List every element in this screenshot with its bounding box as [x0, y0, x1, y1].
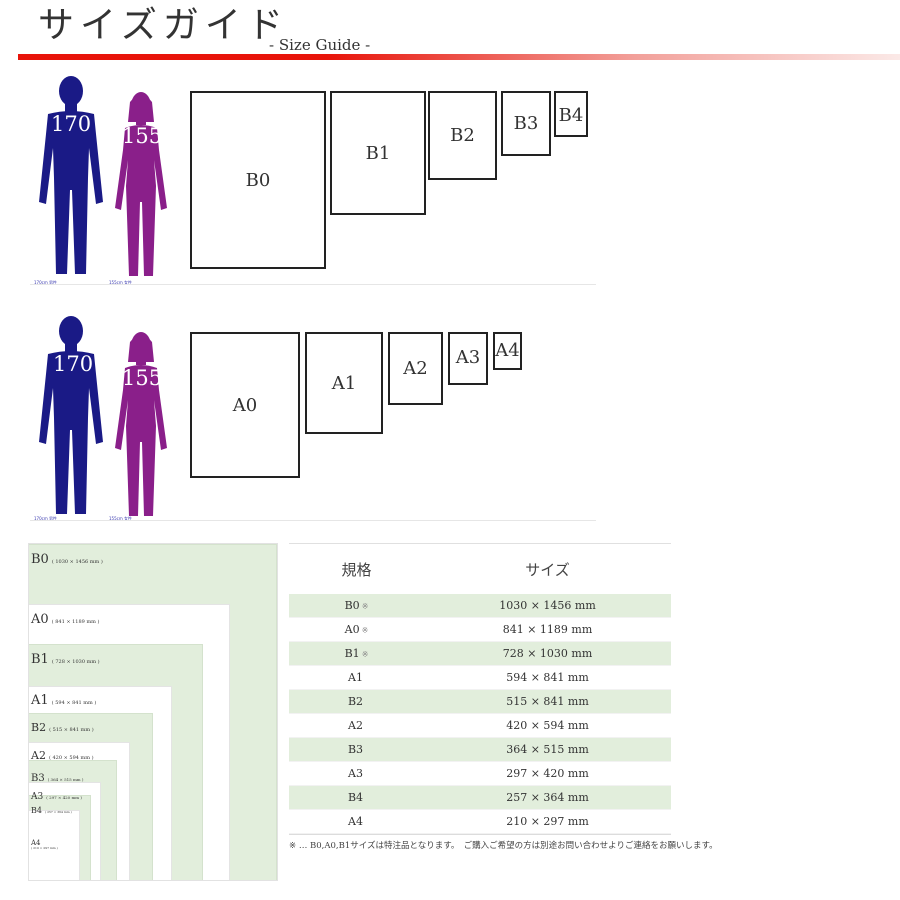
sheet-a2: A2 [388, 332, 443, 405]
male-caption: 170cm 男性 [34, 280, 58, 285]
female-height-label: 155 [122, 124, 163, 148]
page-subtitle: - Size Guide - [269, 36, 371, 54]
male-caption: 170cm 男性 [34, 516, 58, 521]
nested-size-diagram: B0( 1030 × 1456 mm ) A0( 841 × 1189 mm )… [28, 543, 278, 881]
title-underline [18, 54, 900, 60]
page-title: サイズガイド [38, 5, 289, 46]
nest-label-b1: B1( 728 × 1030 mm ) [31, 652, 100, 667]
sheet-a3: A3 [448, 332, 488, 385]
sheet-a4: A4 [493, 332, 522, 370]
nest-label-a2: A2( 420 × 594 mm ) [31, 749, 94, 762]
female-caption: 155cm 女性 [109, 280, 133, 285]
nest-label-a4: A4( 210 × 297 mm ) [31, 839, 58, 850]
nest-a4 [29, 810, 80, 880]
table-header: 規格 サイズ [289, 544, 671, 594]
nest-label-b3: B3( 364 × 515 mm ) [31, 773, 84, 784]
sheet-b2: B2 [428, 91, 497, 180]
table-row: A0※841 × 1189 mm [289, 618, 671, 642]
header-size: サイズ [525, 560, 570, 579]
female-figure-icon [109, 90, 173, 280]
sheet-a0: A0 [190, 332, 300, 478]
nest-label-a1: A1( 594 × 841 mm ) [31, 693, 97, 708]
sheet-a1: A1 [305, 332, 383, 434]
female-figure-icon [109, 330, 173, 520]
a-series-comparison: 170 155 170cm 男性 155cm 女性 A0 A1 A2 A3 A4 [18, 296, 596, 521]
b-series-comparison: 170 155 170cm 男性 155cm 女性 B0 B1 B2 B3 B4 [18, 60, 596, 285]
sheet-b3: B3 [501, 91, 551, 156]
nest-label-b2: B2( 515 × 841 mm ) [31, 721, 94, 734]
male-figure-icon [36, 74, 106, 280]
nest-label-b0: B0( 1030 × 1456 mm ) [31, 552, 103, 567]
nest-label-b4: B4( 257 × 364 mm ) [31, 806, 72, 815]
sheet-b4: B4 [554, 91, 588, 137]
male-height-label: 170 [53, 352, 94, 376]
size-table: 規格 サイズ B0※1030 × 1456 mm A0※841 × 1189 m… [289, 543, 671, 835]
divider [30, 520, 596, 521]
male-figure-icon [36, 314, 106, 520]
header-spec: 規格 [341, 560, 372, 579]
footnote: ※ … B0,A0,B1サイズは特注品となります。 ご購入ご希望の方は別途お問い… [289, 841, 718, 851]
divider [30, 284, 596, 285]
sheet-b0: B0 [190, 91, 326, 269]
table-row: B1※728 × 1030 mm [289, 642, 671, 666]
female-height-label: 155 [122, 366, 163, 390]
nest-label-a0: A0( 841 × 1189 mm ) [31, 612, 100, 627]
table-row: B0※1030 × 1456 mm [289, 594, 671, 618]
nest-label-a3: A3( 297 × 420 mm ) [31, 792, 82, 802]
male-height-label: 170 [51, 112, 92, 136]
female-caption: 155cm 女性 [109, 516, 133, 521]
sheet-b1: B1 [330, 91, 426, 215]
